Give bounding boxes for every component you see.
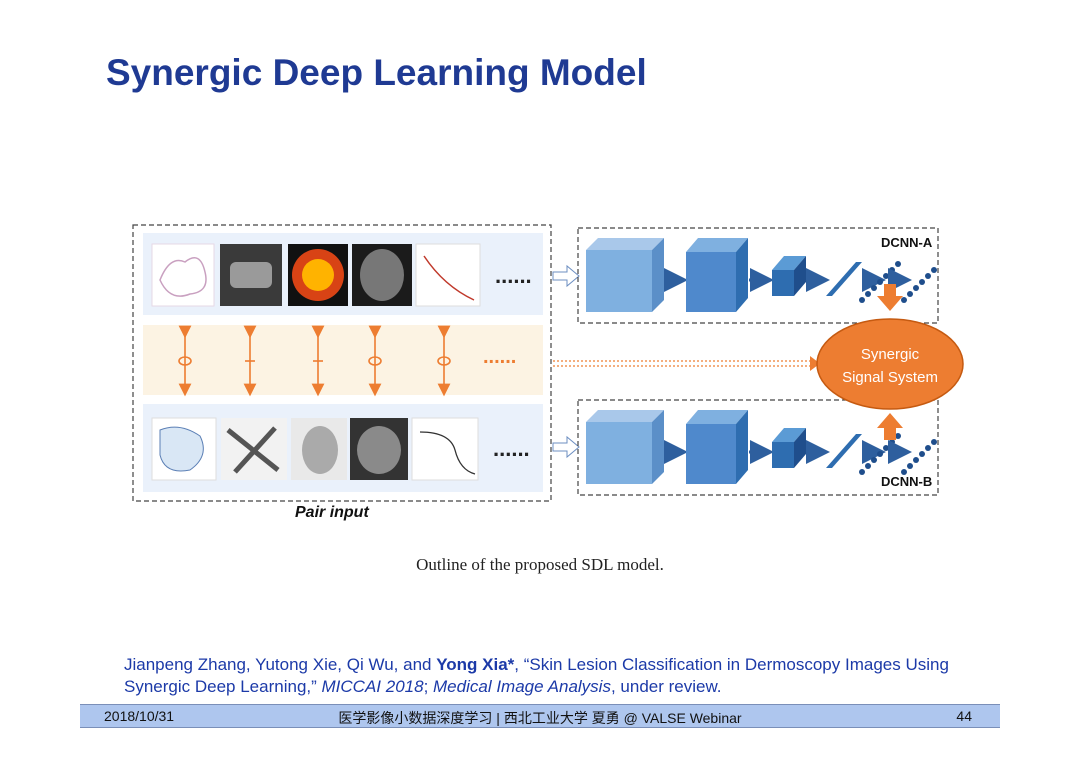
synergic-label-line2: Signal System <box>842 369 938 386</box>
dcnn-a-frame <box>577 227 939 324</box>
top-thumbnails <box>151 243 481 307</box>
dcnn-b-blocks <box>586 410 937 484</box>
dcnn-a-label: DCNN-A <box>881 235 933 250</box>
input-arrow-top <box>552 264 580 288</box>
synergic-signal-system <box>816 318 964 410</box>
thumb-plot <box>415 243 481 307</box>
dcnn-b-label: DCNN-B <box>881 474 932 489</box>
dcnn-b-frame <box>577 399 939 496</box>
slide-title: Synergic Deep Learning Model <box>106 52 647 93</box>
ref-title: , “Skin Lesion Classification in Dermosc… <box>124 655 949 696</box>
pair-arrows <box>178 325 451 397</box>
middle-ellipsis: ...... <box>483 346 516 368</box>
footer-date: 2018/10/31 <box>104 708 175 724</box>
ref-separator: ; <box>423 677 434 696</box>
dcnn-b-to-synergic-arrow <box>877 413 903 440</box>
footer-page-number: 44 <box>956 708 972 724</box>
thumb-dermoscopy-drawing <box>151 243 215 307</box>
sdl-diagram: ...... ...... ...... <box>132 224 964 521</box>
dcnn-a-to-synergic-arrow <box>877 284 903 311</box>
figure-caption: Outline of the proposed SDL model. <box>416 555 664 574</box>
ref-venue-miccai: MICCAI 2018 <box>321 677 424 696</box>
bottom-ellipsis: ...... <box>493 436 530 461</box>
reference-citation: Jianpeng Zhang, Yutong Xie, Qi Wu, and Y… <box>124 654 984 698</box>
pair-input-label: Pair input <box>295 504 369 521</box>
ref-venue-mia: Medical Image Analysis <box>433 677 611 696</box>
ref-status: , under review. <box>610 677 722 696</box>
pair-input-frame <box>132 224 552 502</box>
slide-footer: 2018/10/31 医学影像小数据深度学习 | 西北工业大学 夏勇 @ VAL… <box>80 704 1000 728</box>
ref-corresponding-author: Yong Xia* <box>436 655 515 674</box>
synergic-label-line1: Synergic <box>861 346 920 363</box>
dcnn-a-blocks <box>586 238 937 312</box>
top-ellipsis: ...... <box>495 263 532 288</box>
input-arrow-bottom <box>552 435 580 459</box>
ref-authors: Jianpeng Zhang, Yutong Xie, Qi Wu, and <box>124 655 437 674</box>
footer-center-text: 医学影像小数据深度学习 | 西北工业大学 夏勇 @ VALSE Webinar <box>338 710 742 726</box>
bottom-thumbnails <box>151 417 479 481</box>
pair-relation-panel <box>143 325 543 395</box>
